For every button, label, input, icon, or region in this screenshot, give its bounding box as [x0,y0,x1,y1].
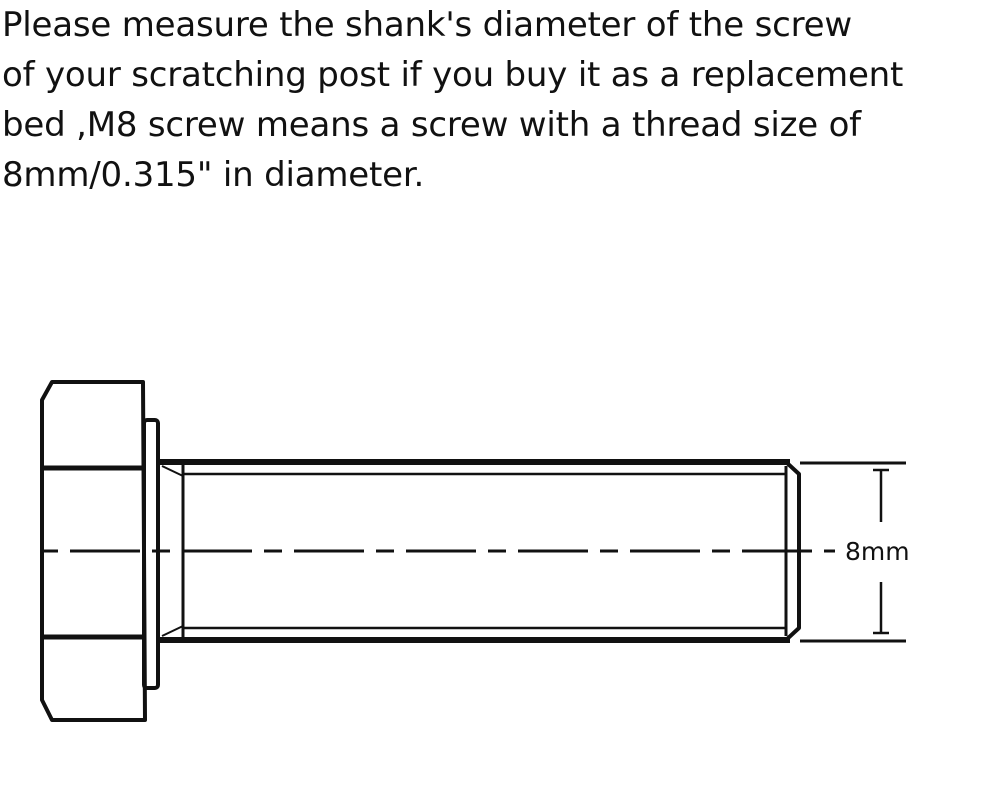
shank-root-chamfer-top [161,465,184,477]
instruction-line-3: bed ,M8 screw means a screw with a threa… [2,105,861,145]
screw-shank [160,459,801,643]
shank-root-chamfer-bottom [161,625,184,637]
diameter-label: 8mm [845,537,910,566]
instruction-text: Please measure the shank's diameter of t… [2,0,998,200]
screw-head [40,380,147,722]
instruction-line-2: of your scratching post if you buy it as… [2,55,904,95]
hex-head-outline [40,380,147,722]
instruction-line-1: Please measure the shank's diameter of t… [2,5,852,45]
instruction-line-4: 8mm/0.315" in diameter. [2,155,425,195]
diameter-dimension [800,461,906,643]
screw-washer [142,418,160,690]
